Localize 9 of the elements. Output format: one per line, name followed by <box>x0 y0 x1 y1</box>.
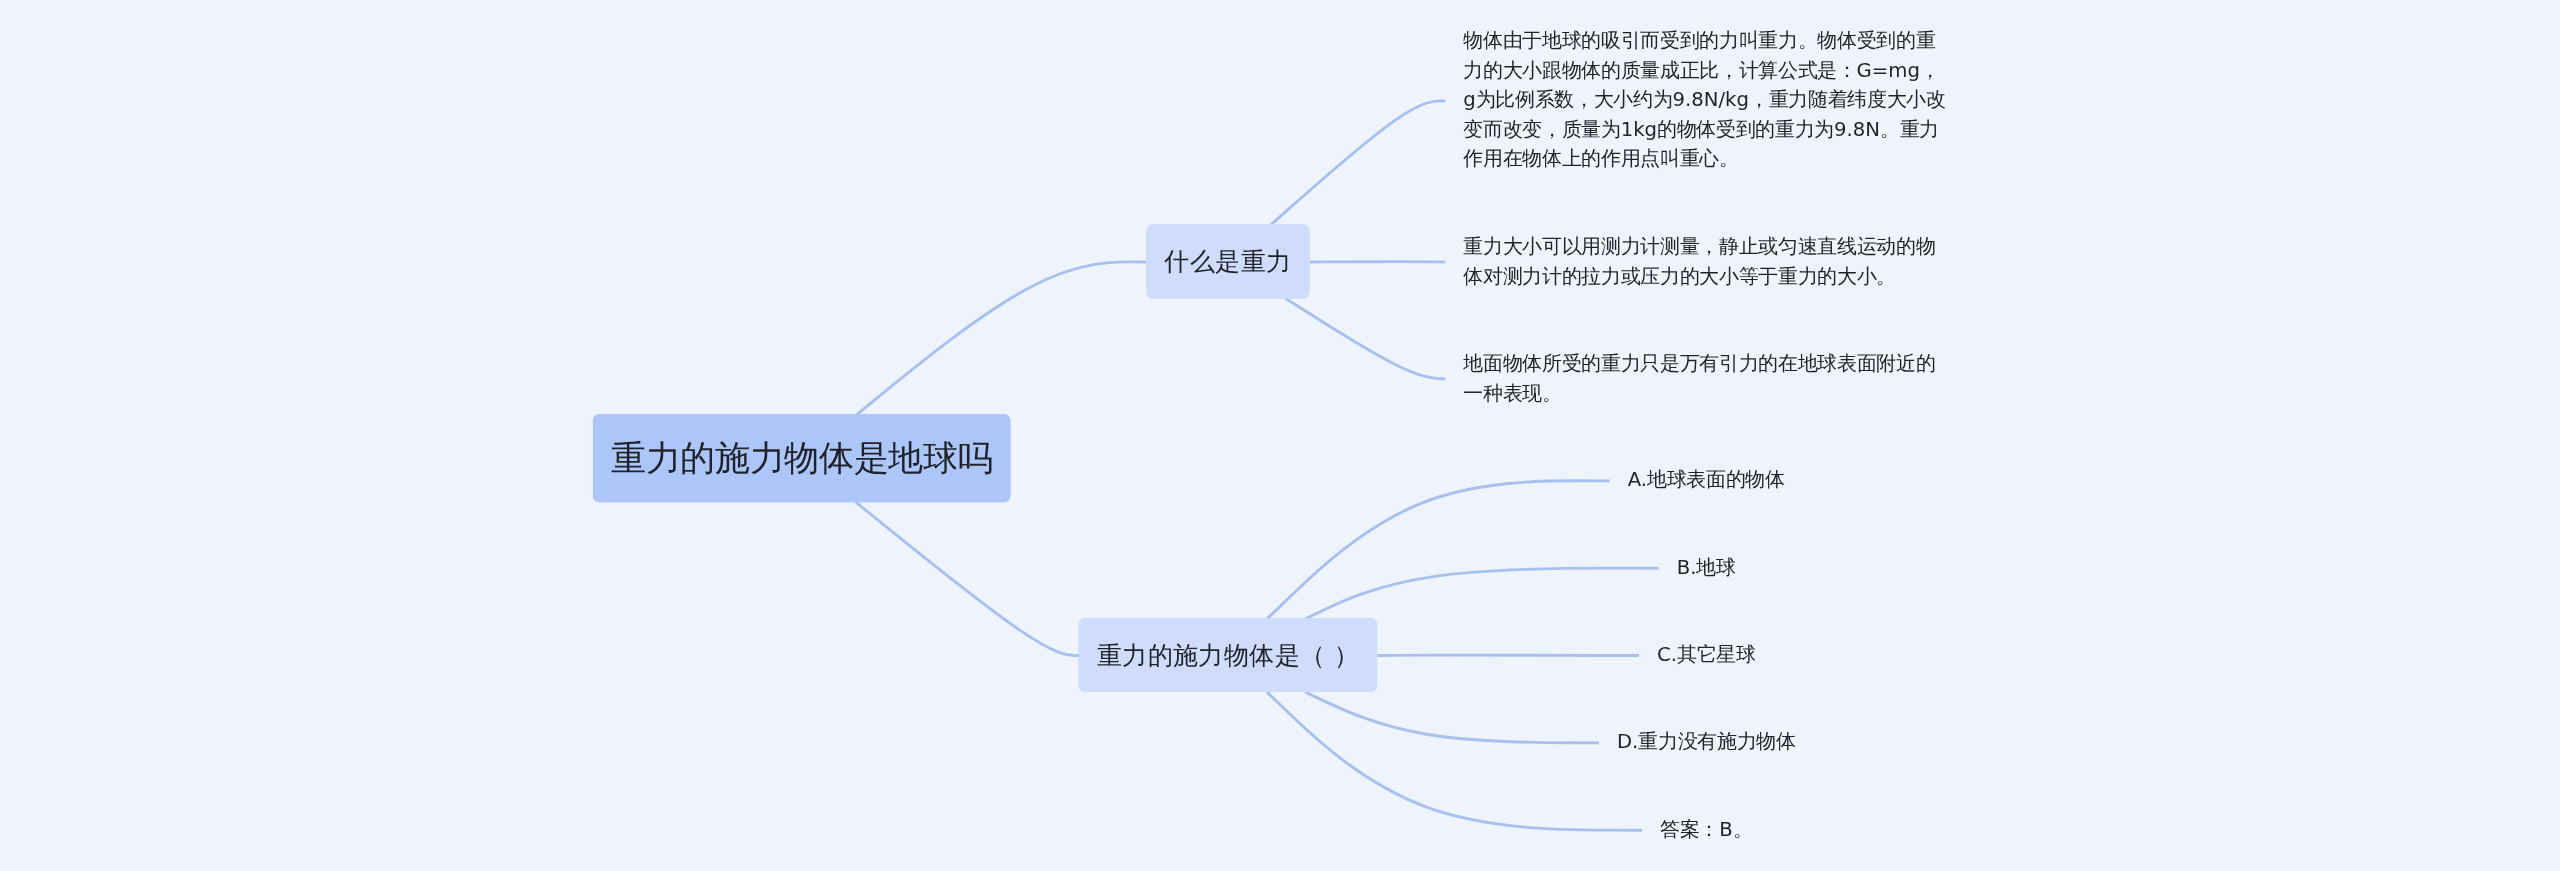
node-text: C.其它星球 <box>1656 642 1756 666</box>
connector <box>854 501 1080 657</box>
node-text: D.重力没有施力物体 <box>1616 729 1796 754</box>
node-text: A.地球表面的物体 <box>1627 467 1785 492</box>
node-text: 答案：B。 <box>1660 817 1753 841</box>
node-text: 地面物体所受的重力只是万有引力的在地球表面附近的一种表现。 <box>1463 351 1936 404</box>
node-text: 重力大小可以用测力计测量，静止或匀速直线运动的物体对测力计的拉力或压力的大小等于重力的大小。 <box>1463 234 1936 287</box>
node-text: B.地球 <box>1676 555 1736 579</box>
node-text: 物体由于地球的吸引而受到的力叫重力。物体受到的重力的大小跟物体的质量成正比，计算公式是：G=mg，g为比例系数，大小约为9.8N/kg，重力随着纬度大小改变而改变，质量为1kg的物体受到的重力为9.8N。重力作用在物体上的作用点叫重心。 <box>1463 28 1946 171</box>
